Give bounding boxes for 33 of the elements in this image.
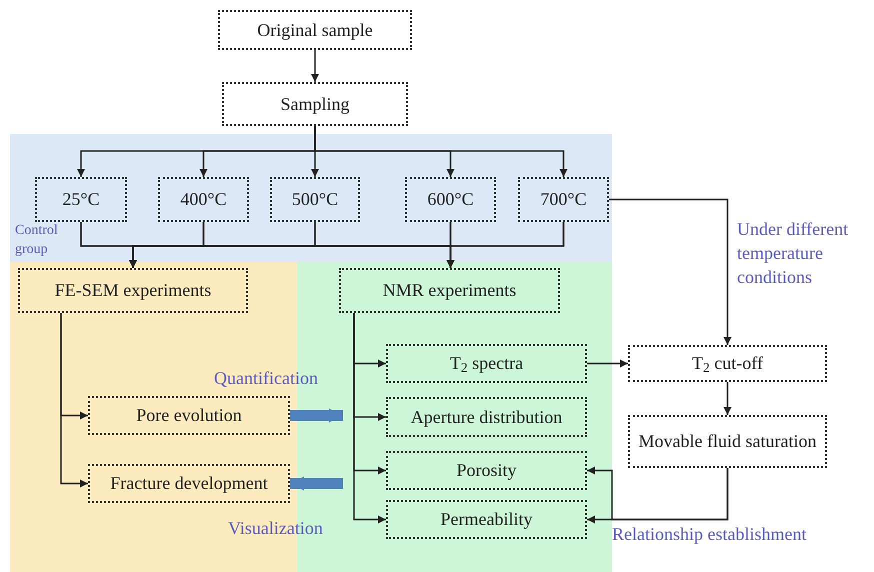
group-label: Control group: [15, 222, 59, 259]
process-box: 25°C: [35, 177, 127, 222]
process-box: 500°C: [270, 177, 360, 222]
arrow: [724, 382, 732, 415]
process-box: NMR experiments: [339, 268, 560, 313]
process-box: Sampling: [222, 82, 408, 126]
process-box: FE-SEM experiments: [18, 268, 248, 313]
process-box: Permeability: [386, 500, 587, 539]
arrow: [60, 313, 88, 488]
arrow: [311, 50, 319, 82]
arrow: [587, 360, 628, 368]
process-box: 400°C: [158, 177, 249, 222]
process-box: Porosity: [386, 451, 587, 490]
edge-label: Quantification: [214, 367, 318, 390]
process-box: Original sample: [218, 10, 412, 50]
arrow: [353, 313, 386, 524]
process-box: Fracture development: [88, 464, 290, 503]
process-box: 700°C: [518, 177, 609, 222]
arrow: [609, 198, 732, 345]
process-box: T$_{2}$ spectra: [386, 344, 587, 383]
edge-label: Relationship establishment: [612, 523, 806, 546]
process-box: Pore evolution: [88, 396, 290, 435]
process-box: Movable fluid saturation: [628, 415, 827, 468]
process-box: Aperture distribution: [386, 397, 587, 437]
process-box: 600°C: [405, 177, 496, 222]
process-box: T$_{2}$ cut-off: [628, 345, 827, 382]
background-band: [10, 134, 612, 262]
block-arrow: [290, 476, 343, 490]
edge-label: Under different temperature conditions: [737, 218, 850, 289]
edge-label: Visualization: [228, 517, 323, 540]
arrow: [446, 222, 564, 268]
arrow: [314, 126, 568, 177]
block-arrow: [290, 408, 343, 422]
